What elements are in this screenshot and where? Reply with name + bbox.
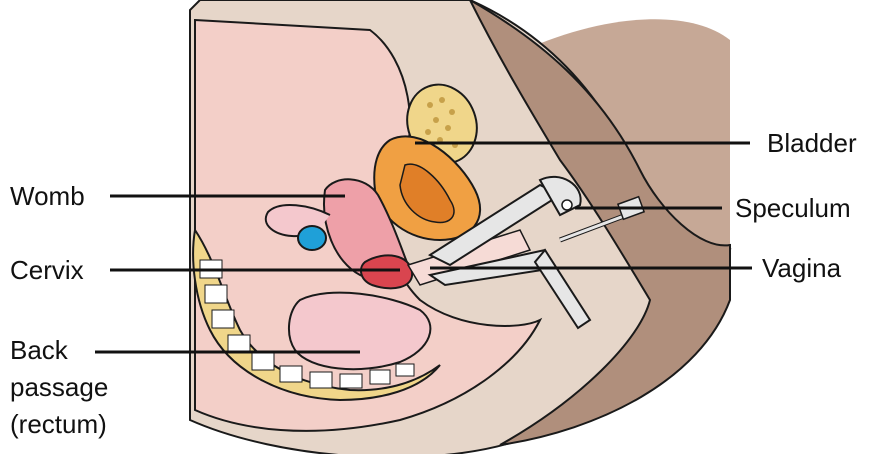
- label-back-passage-2: passage: [10, 372, 108, 402]
- ovary: [298, 226, 326, 250]
- label-vagina: Vagina: [762, 253, 841, 283]
- label-back-passage-1: Back: [10, 335, 68, 365]
- label-cervix: Cervix: [10, 255, 84, 285]
- label-womb: Womb: [10, 181, 85, 211]
- label-bladder: Bladder: [767, 128, 857, 158]
- label-back-passage-3: (rectum): [10, 409, 107, 439]
- label-speculum: Speculum: [735, 193, 851, 223]
- cervix: [361, 255, 412, 288]
